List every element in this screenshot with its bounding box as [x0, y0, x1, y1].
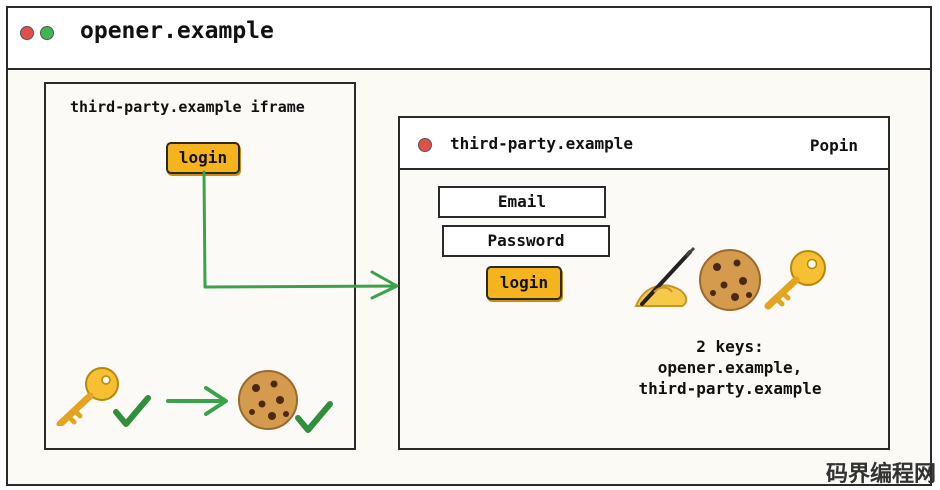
key-icon [764, 250, 826, 310]
writing-hand-icon [634, 246, 696, 307]
watermark: 码界编程网 [825, 462, 936, 487]
iframe-label: third-party.example iframe [70, 98, 305, 116]
close-dot-icon[interactable] [20, 26, 34, 40]
popin-login-button[interactable]: login [486, 266, 562, 300]
checkmark-icon [113, 395, 151, 427]
password-field[interactable]: Password [442, 225, 610, 257]
caption-line: opener.example, [657, 358, 803, 377]
popin-close-dot-icon[interactable] [418, 138, 432, 152]
popin-tag: Popin [809, 136, 858, 155]
arrow-right-icon [166, 386, 228, 416]
keys-caption: 2 keys: opener.example, third-party.exam… [625, 336, 835, 399]
caption-line: third-party.example [638, 379, 822, 398]
cookie-icon [699, 249, 761, 311]
key-icon [56, 367, 119, 426]
popin-titlebar: third-party.example Popin [400, 118, 888, 170]
email-field[interactable]: Email [438, 186, 606, 218]
checkmark-icon [295, 401, 333, 433]
cookie-icon [238, 370, 298, 430]
opener-titlebar: opener.example [8, 8, 930, 70]
popin-title: third-party.example [450, 134, 634, 153]
maximize-dot-icon[interactable] [40, 26, 54, 40]
iframe-login-button[interactable]: login [166, 142, 240, 174]
window-title: opener.example [80, 18, 274, 44]
caption-line: 2 keys: [696, 337, 764, 356]
